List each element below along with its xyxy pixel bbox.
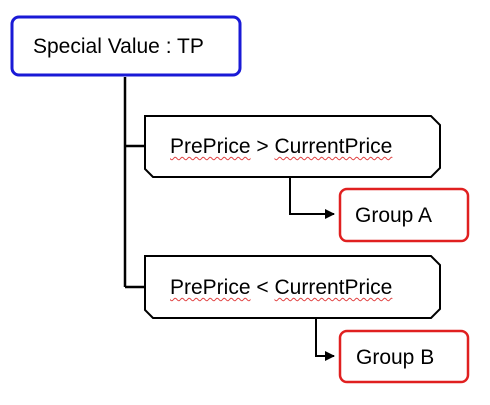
arrow-to-group-b [315, 318, 335, 361]
result-node-group-a [338, 187, 470, 243]
arrow-to-group-a [289, 177, 335, 219]
root-node [10, 15, 242, 77]
condition-1-left-operand: PrePrice [170, 135, 251, 158]
condition-2-operator: < [256, 276, 269, 299]
condition-1-right-operand: CurrentPrice [274, 135, 393, 158]
condition-node-2 [144, 255, 441, 319]
condition-label-1: PrePrice > CurrentPrice [170, 136, 392, 157]
condition-node-1 [144, 115, 441, 178]
condition-1-operator: > [256, 135, 269, 158]
root-label: Special Value : TP [33, 35, 204, 58]
group-a-label: Group A [355, 204, 433, 227]
condition-2-left-operand: PrePrice [170, 276, 251, 299]
result-node-group-b [338, 329, 470, 384]
group-b-label: Group B [356, 346, 435, 369]
condition-2-right-operand: CurrentPrice [274, 276, 393, 299]
condition-label-2: PrePrice < CurrentPrice [170, 277, 392, 298]
